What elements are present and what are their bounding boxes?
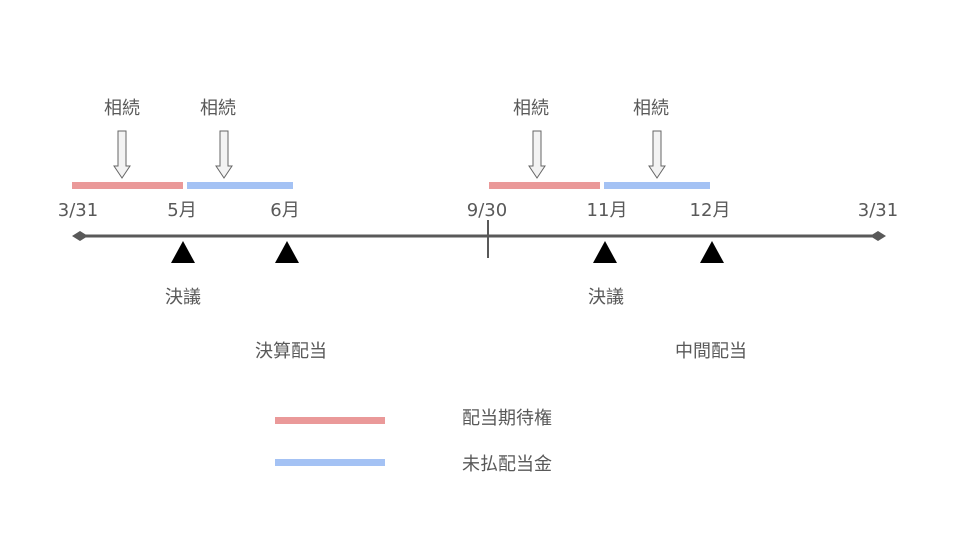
inherit-label: 相続 [513,98,549,119]
tick-nov: 11月 [586,200,628,221]
legend-label-entitlement: 配当期待権 [462,408,552,429]
tick-end: 3/31 [857,200,899,221]
unpaid-bar-interim [604,182,710,189]
event-triangle-icon [275,241,299,263]
resolution-label: 決議 [165,287,201,308]
event-triangle-icon [593,241,617,263]
legend-swatch-entitlement [275,417,385,424]
tick-dec: 12月 [689,200,731,221]
inherit-label: 相続 [200,98,236,119]
unpaid-bar-final [187,182,293,189]
event-triangle-icon [171,241,195,263]
end-diamond [870,231,886,241]
entitlement-bar-final [72,182,183,189]
inherit-arrow-icon [648,130,666,179]
resolution-label: 決議 [588,287,624,308]
section-final-dividend: 決算配当 [255,341,327,362]
start-diamond [72,231,88,241]
inherit-arrow-icon [528,130,546,179]
inherit-arrow-icon [215,130,233,179]
inherit-label: 相続 [104,98,140,119]
entitlement-bar-interim [489,182,600,189]
inherit-arrow-icon [113,130,131,179]
inherit-label: 相続 [633,98,669,119]
tick-start: 3/31 [57,200,99,221]
tick-jun: 6月 [270,200,300,221]
tick-sep: 9/30 [466,200,508,221]
legend-swatch-unpaid [275,459,385,466]
tick-may: 5月 [167,200,197,221]
section-interim-dividend: 中間配当 [675,341,747,362]
legend-label-unpaid: 未払配当金 [462,454,552,475]
event-triangle-icon [700,241,724,263]
